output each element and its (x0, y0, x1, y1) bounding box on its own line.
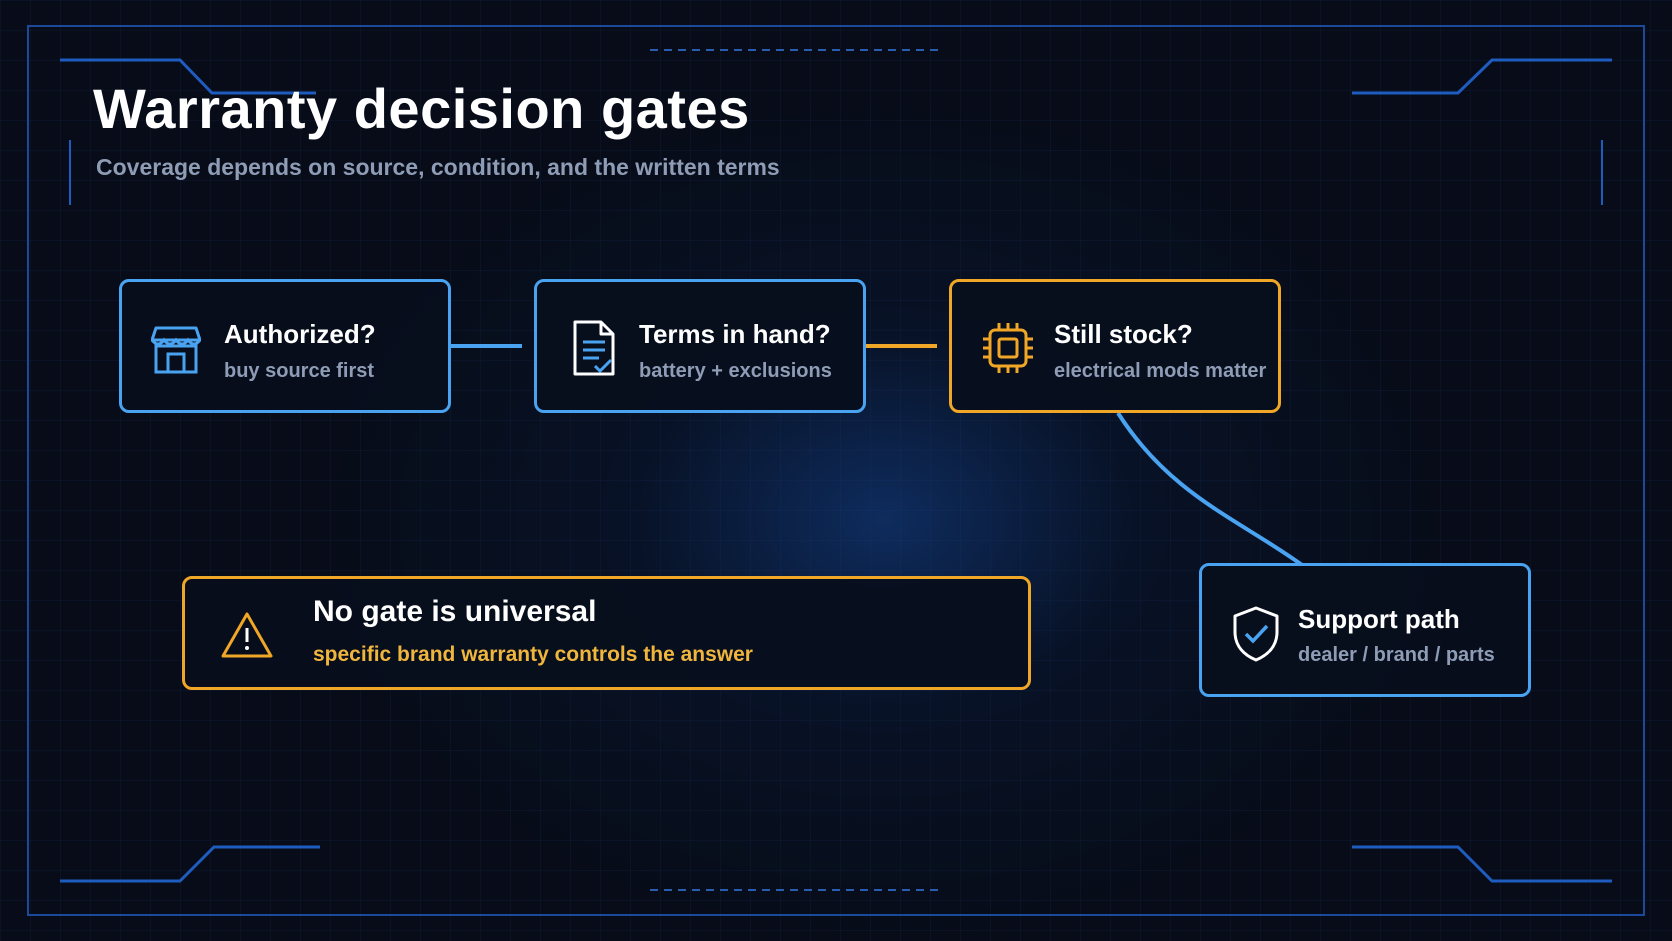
gate-subtitle: buy source first (224, 360, 375, 382)
gate-title: Authorized? (224, 319, 376, 349)
support-title: Support path (1298, 604, 1460, 634)
gate-title: Still stock? (1054, 319, 1193, 349)
connector-stock-support (1116, 411, 1304, 567)
gate-title: Terms in hand? (639, 319, 831, 349)
warning-title: No gate is universal (313, 595, 597, 628)
gate-card-terms: Terms in hand? battery + exclusions (534, 279, 866, 413)
gate-subtitle: battery + exclusions (639, 360, 832, 382)
shield-check-icon (1233, 606, 1279, 662)
chip-icon (983, 323, 1033, 373)
gate-subtitle: electrical mods matter (1054, 360, 1267, 382)
warning-triangle-icon (221, 612, 273, 658)
storefront-icon (151, 326, 201, 374)
gate-card-stock: Still stock? electrical mods matter (949, 279, 1281, 413)
support-subtitle: dealer / brand / parts (1298, 644, 1495, 666)
support-card: Support path dealer / brand / parts (1199, 563, 1531, 697)
warning-callout: No gate is universal specific brand warr… (182, 576, 1031, 690)
warning-subtitle: specific brand warranty controls the ans… (313, 643, 753, 666)
page-title: Warranty decision gates (93, 77, 750, 140)
page-subtitle: Coverage depends on source, condition, a… (96, 154, 780, 180)
gate-card-authorized: Authorized? buy source first (119, 279, 451, 413)
document-check-icon (573, 320, 615, 376)
